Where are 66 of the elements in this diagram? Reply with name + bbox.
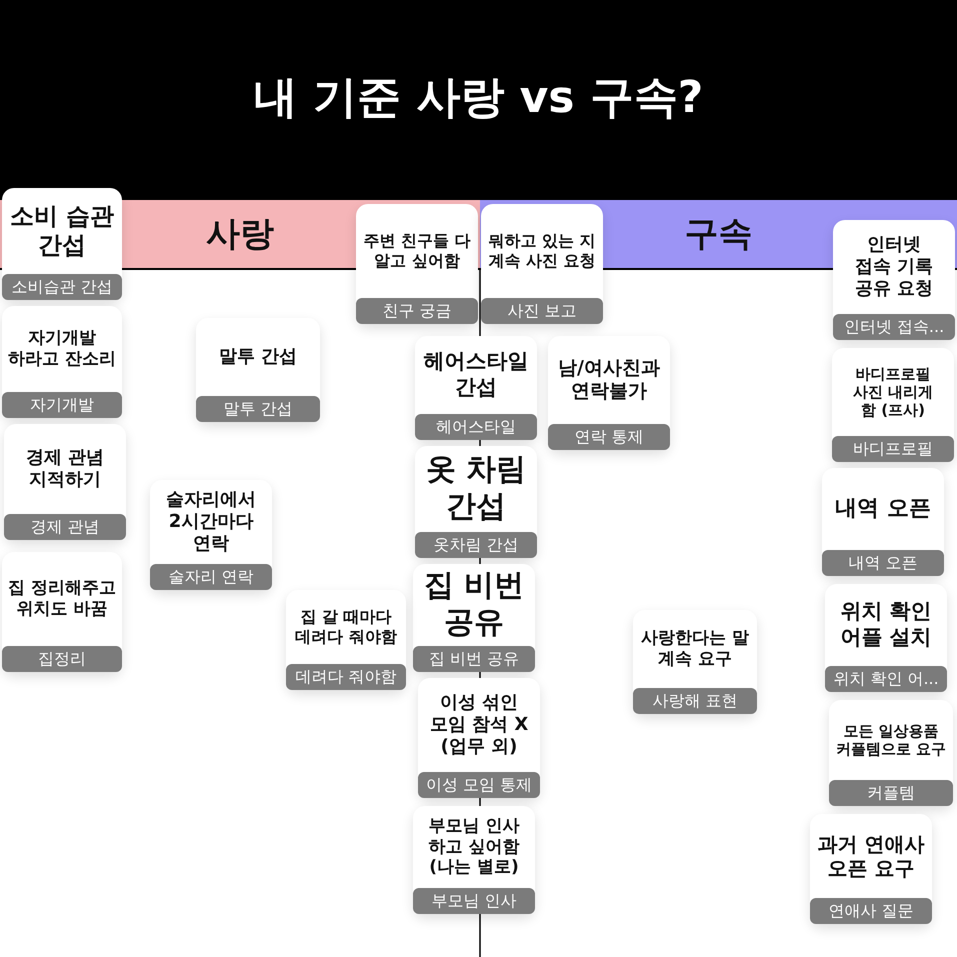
tag: 데려다 줘야함 [286,664,406,690]
note-text: 옷 차림 간섭 [424,452,528,526]
tag: 헤어스타일 [415,414,537,440]
sticky-note [415,446,537,558]
sticky-note [4,424,126,540]
note-text: 집 비번 공유 [422,568,526,642]
tag: 사랑해 표현 [633,688,757,714]
sticky-note [2,188,122,300]
tag: 자기개발 [2,392,122,418]
tag: 내역 오픈 [822,550,944,576]
sticky-note [413,564,535,672]
sticky-note [150,480,272,590]
tag: 집정리 [2,646,122,672]
note-text: 말투 간섭 [218,346,298,368]
note-text: 모든 일상용품 커플템으로 요구 [834,722,948,758]
sticky-note [833,220,955,340]
tag: 말투 간섭 [196,396,320,422]
note-text: 사랑한다는 말 계속 요구 [640,628,750,670]
note-text: 과거 연애사 오픈 요구 [816,832,926,880]
note-text: 경제 관념 지적하기 [24,447,106,491]
note-text: 이성 섞인 모임 참석 X (업무 외) [428,692,530,758]
tag: 부모님 인사 [413,888,535,914]
note-text: 남/여사친과 연락불가 [557,356,661,404]
sticky-note [633,610,757,714]
note-text: 집 정리해주고 위치도 바꿈 [7,578,117,620]
tag: 연락 통제 [548,424,670,450]
sticky-note [832,348,954,462]
sticky-note [356,204,478,324]
note-text: 집 갈 때마다 데려다 줘야함 [294,607,398,647]
note-text: 술자리에서 2시간마다 연락 [165,489,257,555]
sticky-note [196,318,320,422]
sticky-note [825,584,947,692]
note-text: 위치 확인 어플 설치 [839,599,933,651]
title: 내 기준 사랑 vs 구속? [254,72,704,124]
tag: 옷차림 간섭 [415,532,537,558]
note-text: 주변 친구들 다 알고 싶어함 [362,231,472,271]
tag: 위치 확인 어... [825,666,947,692]
sticky-note [415,336,537,440]
sticky-note [286,590,406,690]
sticky-note [481,204,603,324]
sticky-note [829,700,953,806]
note-text: 자기개발 하라고 잔소리 [7,328,117,370]
tag: 소비습관 간섭 [2,274,122,300]
tag: 바디프로필 [832,436,954,462]
tag: 커플템 [829,780,953,806]
tag: 이성 모임 통제 [418,772,540,798]
note-text: 헤어스타일 간섭 [422,349,530,401]
note-text: 부모님 인사 하고 싶어함 (나는 별로) [428,816,520,878]
sticky-note [810,814,932,924]
tag: 연애사 질문 [810,898,932,924]
sticky-note [2,306,122,418]
tag: 친구 궁금 [356,298,478,324]
note-text: 소비 습관 간섭 [8,202,116,260]
sticky-note [418,678,540,798]
sticky-note [822,468,944,576]
sticky-note [548,336,670,450]
tag: 집 비번 공유 [413,646,535,672]
tag: 경제 관념 [4,514,126,540]
tag: 사진 보고 [481,298,603,324]
tag: 인터넷 접속... [833,314,955,340]
sticky-note [413,806,535,914]
note-text: 내역 오픈 [835,496,931,522]
sticky-note [2,552,122,672]
note-text: 바디프로필 사진 내리게 함 (프사) [852,364,934,420]
tag: 술자리 연락 [150,564,272,590]
note-text: 뭐하고 있는 지 계속 사진 요청 [487,231,597,271]
